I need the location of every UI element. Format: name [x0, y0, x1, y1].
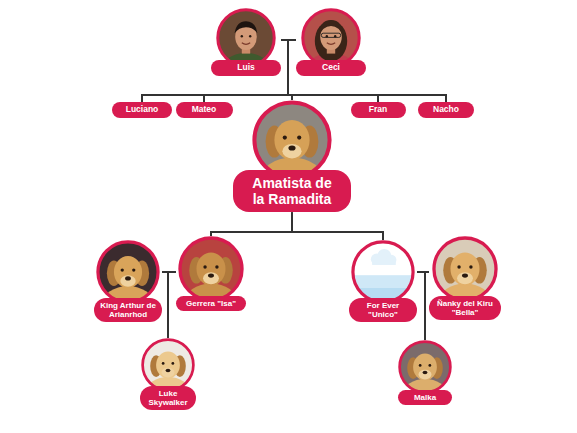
tree-connector	[168, 272, 176, 338]
tree-connector	[211, 212, 292, 236]
name-pill: Luciano	[112, 102, 172, 118]
name-text: Malka	[403, 393, 447, 402]
name-text: For Ever "Unico"	[354, 301, 412, 319]
sibling-tag: Mateo	[176, 102, 233, 118]
name-text: Gerrera "Isa"	[181, 299, 241, 308]
pedigree-member: Gerrera "Isa"	[176, 236, 246, 311]
name-pill: For Ever "Unico"	[349, 298, 417, 322]
portrait-photo	[216, 8, 276, 68]
name-text: Amatista de la Ramadita	[248, 175, 336, 207]
name-text: Fran	[356, 105, 401, 115]
pedigree-member: Malka	[398, 340, 452, 405]
portrait-photo	[301, 8, 361, 68]
name-text: Ñanky del Kiru "Bella"	[434, 299, 496, 317]
pedigree-member: Ñanky del Kiru "Bella"	[429, 236, 501, 320]
portrait-photo	[178, 236, 244, 302]
pedigree-member: Ceci	[296, 8, 366, 76]
tree-connector	[288, 40, 296, 100]
name-pill: Nacho	[418, 102, 474, 118]
pedigree-member: Luke Skywalker	[140, 338, 196, 410]
sibling-tag: Fran	[351, 102, 406, 118]
name-text: Luke Skywalker	[145, 389, 191, 407]
portrait-photo	[141, 338, 195, 392]
sibling-tag: Luciano	[112, 102, 172, 118]
name-text: Ceci	[301, 63, 361, 73]
name-text: Nacho	[423, 105, 469, 115]
name-text: Luis	[216, 63, 276, 73]
portrait-photo	[432, 236, 498, 302]
portrait-photo	[398, 340, 452, 394]
name-pill: Ñanky del Kiru "Bella"	[429, 296, 501, 320]
portrait-photo	[96, 240, 160, 304]
portrait-photo	[351, 240, 415, 304]
tree-connector	[204, 40, 296, 102]
tree-connector	[292, 212, 383, 240]
pedigree-member: King Arthur de Arianrhod	[94, 240, 162, 322]
portrait-photo	[252, 100, 332, 180]
name-text: Luciano	[117, 105, 167, 115]
pedigree-member: Amatista de la Ramadita	[233, 100, 351, 212]
name-text: King Arthur de Arianrhod	[99, 301, 157, 319]
name-pill: Gerrera "Isa"	[176, 296, 246, 311]
name-pill: Malka	[398, 390, 452, 405]
pedigree-member: For Ever "Unico"	[349, 240, 417, 322]
name-pill: King Arthur de Arianrhod	[94, 298, 162, 322]
tree-connector	[281, 40, 292, 100]
name-pill: Fran	[351, 102, 406, 118]
name-text: Mateo	[181, 105, 228, 115]
name-pill: Luis	[211, 60, 281, 76]
tree-connector	[417, 272, 425, 340]
name-pill: Mateo	[176, 102, 233, 118]
sibling-tag: Nacho	[418, 102, 474, 118]
pedigree-member: Luis	[211, 8, 281, 76]
name-pill: Ceci	[296, 60, 366, 76]
name-pill: Amatista de la Ramadita	[233, 170, 351, 212]
name-pill: Luke Skywalker	[140, 386, 196, 410]
